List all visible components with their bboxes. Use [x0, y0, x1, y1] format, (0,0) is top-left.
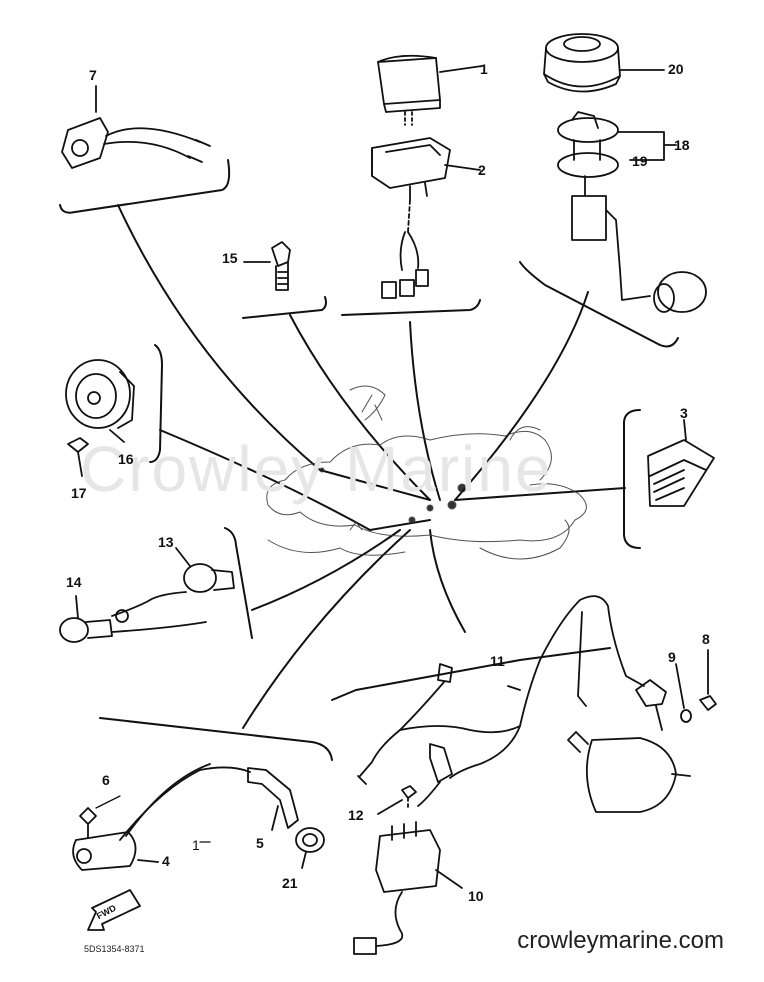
callout-21: 21 [282, 875, 298, 891]
drawing-code: 5DS1354-8371 [84, 944, 145, 954]
callout-2: 2 [478, 162, 486, 178]
callout-17: 17 [71, 485, 87, 501]
part-15-sensor [243, 241, 291, 291]
stray-label: 1 [192, 837, 200, 853]
bracket-16-17 [149, 344, 163, 463]
callout-3: 3 [680, 405, 688, 421]
watermark: Crowley Marine [80, 433, 553, 505]
part-13-sender [149, 547, 235, 601]
bracket-13-14 [224, 527, 253, 639]
callout-7: 7 [89, 67, 97, 83]
part-20-cap [543, 33, 665, 93]
part-4-coil [72, 763, 251, 871]
part-12-screw [377, 785, 417, 815]
callout-19: 19 [632, 153, 648, 169]
callout-12: 12 [348, 807, 364, 823]
callout-4: 4 [162, 853, 170, 869]
part-16-horn [65, 359, 135, 443]
bracket-18-20 [519, 261, 679, 348]
bracket-1-2 [341, 299, 481, 316]
callout-9: 9 [668, 649, 676, 665]
part-21-seal [295, 827, 325, 869]
part-5-plug-cap [247, 767, 299, 831]
part-10-relay [353, 821, 463, 955]
part-3-regulator [647, 419, 715, 507]
wire-18 [454, 291, 589, 501]
part-11-harness [357, 595, 645, 807]
wire-11 [429, 529, 466, 633]
callout-20: 20 [668, 61, 684, 77]
wire-15 [289, 314, 431, 501]
bracket-7 [59, 159, 231, 214]
wire-2 [409, 321, 441, 501]
callout-14: 14 [66, 574, 82, 590]
wire-13 [251, 529, 401, 611]
wire-3 [454, 487, 626, 501]
bracket-4-6 [99, 717, 333, 761]
part-8-bolt [699, 649, 717, 711]
bracket-8-12 [331, 647, 611, 701]
website-label[interactable]: crowleymarine.com [517, 927, 724, 954]
part-2-base [371, 137, 481, 299]
part-17-bolt [67, 437, 89, 477]
callout-15: 15 [222, 250, 238, 266]
bracket-15 [242, 296, 327, 319]
callout-10: 10 [468, 888, 484, 904]
callout-6: 6 [102, 772, 110, 788]
starter-motor [567, 679, 691, 813]
callout-13: 13 [158, 534, 174, 550]
part-14-sender [59, 595, 207, 643]
callout-11: 11 [490, 653, 505, 669]
part-18-19-pump [557, 111, 707, 313]
part-7-switch [61, 85, 211, 169]
fwd-arrow [87, 889, 141, 931]
bracket-3 [623, 409, 641, 549]
frame-sketch [266, 385, 587, 560]
callout-18: 18 [674, 137, 690, 153]
wire-7 [117, 204, 431, 501]
callout-5: 5 [256, 835, 264, 851]
callout-16: 16 [118, 451, 134, 467]
callout-8: 8 [702, 631, 710, 647]
wire-4 [242, 529, 411, 729]
callout-1: 1 [480, 61, 488, 77]
part-1-relay [377, 54, 483, 126]
part-9-washer [675, 663, 692, 723]
